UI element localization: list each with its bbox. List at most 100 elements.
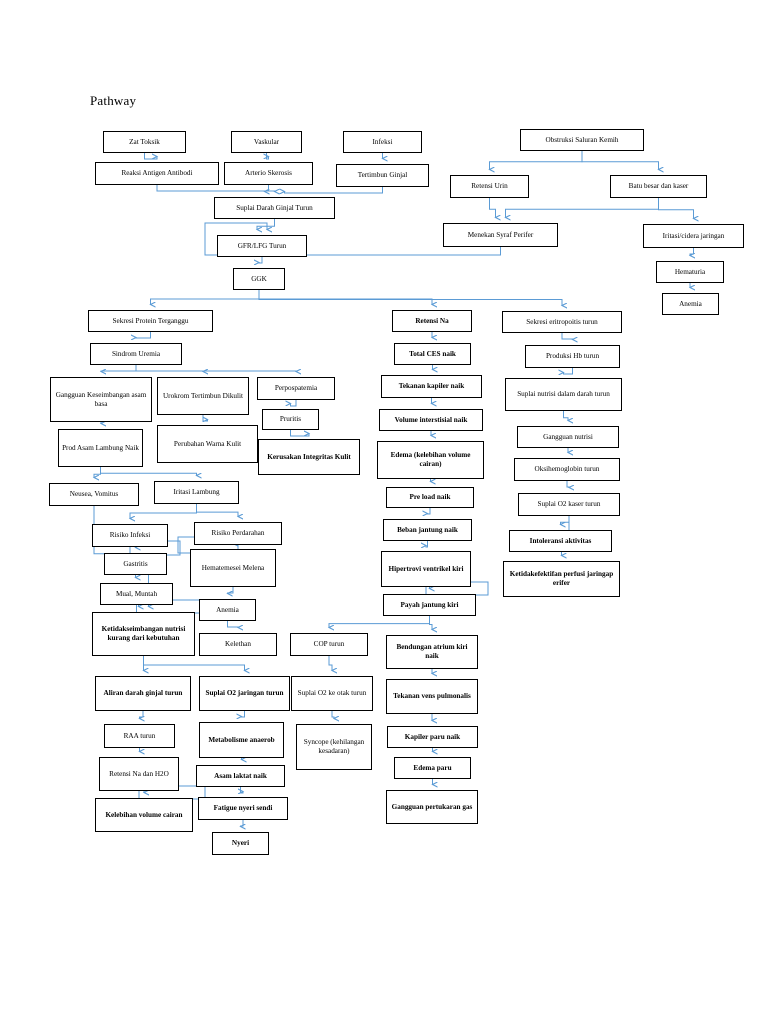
flow-edge: [328, 656, 332, 671]
flow-edge: [564, 368, 573, 374]
flow-edge: [227, 621, 239, 628]
flow-edge: [135, 365, 203, 372]
flow-edge: [561, 516, 570, 525]
flow-edge: [429, 616, 433, 630]
flow-node: RAA turun: [104, 724, 175, 748]
flow-node: Suplai O2 jaringan turun: [199, 676, 290, 711]
flow-edge: [242, 711, 245, 717]
flow-node: Iritasi/cidera jaringan: [643, 224, 744, 248]
flow-edge: [196, 504, 239, 517]
flow-node: Perpospatemia: [257, 377, 335, 400]
flow-node: Suplai O2 ke otak turun: [291, 676, 373, 711]
flow-node: Oksihemoglobin turun: [514, 458, 620, 481]
flow-node: Gangguan nutrisi: [517, 426, 619, 448]
flow-node: Kerusakan Integritas Kulit: [258, 439, 360, 475]
flow-node: Hipertrovi ventrikel kiri: [381, 551, 471, 587]
flow-node: Kapiler paru naik: [387, 726, 478, 748]
flow-edge: [428, 508, 431, 514]
flow-node: Pruritis: [262, 409, 319, 430]
flow-node: Suplai O2 kaser turun: [518, 493, 620, 516]
flow-edge: [329, 616, 430, 628]
flow-edge: [581, 151, 659, 170]
flow-node: Asam laktat naik: [196, 765, 285, 787]
flow-edge: [290, 430, 310, 437]
flow-edge: [566, 481, 569, 488]
flow-edge: [258, 290, 562, 306]
flow-edge: [101, 365, 137, 372]
flow-node: Suplai nutrisi dalam darah turun: [505, 378, 622, 411]
flow-edge: [94, 467, 101, 478]
flow-edge: [228, 587, 234, 594]
flow-edge: [130, 504, 197, 519]
flow-node: Iritasi Lambung: [154, 481, 239, 504]
flow-edge: [563, 411, 569, 421]
flow-node: Produksi Hb turun: [525, 345, 620, 368]
flow-edge: [258, 290, 432, 305]
flow-node: Risiko Infeksi: [92, 524, 168, 547]
flow-node: Anemia: [662, 293, 719, 315]
flow-node: Mual, Muntah: [100, 583, 173, 605]
flow-node: Obstruksi Saluran Kemih: [520, 129, 644, 151]
flow-node: Nyeri: [212, 832, 269, 855]
flow-node: Risiko Perdarahan: [194, 522, 282, 545]
flow-node: Hematuria: [656, 261, 724, 283]
flow-edge: [203, 415, 208, 421]
flow-node: Pre load naik: [386, 487, 474, 508]
flow-edge: [241, 820, 244, 827]
flow-node: Syncope (kehilangan kesadaran): [296, 724, 372, 770]
flow-edge: [136, 332, 151, 338]
flow-edge: [151, 290, 260, 305]
flow-edge: [100, 467, 197, 476]
flow-node: Vaskular: [231, 131, 302, 153]
flow-node: GFR/LFG Turun: [217, 235, 307, 257]
flow-edge: [259, 257, 263, 263]
flow-node: Arterio Skerosis: [224, 162, 313, 185]
flow-node: Sekresi Protein Terganggu: [88, 310, 213, 332]
flow-node: Sindrom Uremia: [90, 343, 182, 365]
flow-edge: [331, 711, 334, 719]
flow-node: Kelebihan volume cairan: [95, 798, 193, 832]
flow-node: Anemia: [199, 599, 256, 621]
flow-edge: [490, 151, 583, 170]
flow-node: Infeksi: [343, 131, 422, 153]
flow-node: Sekresi eritropoitis turun: [502, 311, 622, 333]
flow-edge: [506, 198, 659, 218]
flow-node: Edema paru: [394, 757, 471, 779]
flow-node: Neusea, Vomitus: [49, 483, 139, 506]
flow-node: Suplai Darah Ginjal Turun: [214, 197, 335, 219]
flow-node: Tekanan vens pulmonalis: [386, 679, 478, 714]
flow-edge: [561, 333, 573, 340]
flow-edge: [285, 187, 383, 193]
flow-node: Urokrom Tertimbun Dikulit: [157, 377, 249, 415]
flow-node: Batu besar dan kaser: [610, 175, 707, 198]
flow-node: Reaksi Antigen Antibodi: [95, 162, 219, 185]
flow-edge: [426, 541, 428, 547]
flow-node: Gastritis: [104, 553, 167, 575]
flow-edge: [135, 365, 296, 372]
flow-node: Tekanan kapiler naik: [381, 375, 482, 398]
flow-node: Intoleransi aktivitas: [509, 530, 612, 552]
flow-node: Perubahan Warna Kulit: [157, 425, 258, 463]
flow-node: Ketidakseimbangan nutrisi kurang dari ke…: [92, 612, 195, 656]
flow-node: Metabolisme anaerob: [199, 722, 284, 758]
flow-node: Retensi Na dan H2O: [99, 757, 179, 791]
flow-node: Ketidakefektifan perfusi jaringap erifer: [503, 561, 620, 597]
flow-edge: [156, 185, 275, 192]
flow-node: Tertimbun Ginjal: [336, 164, 429, 187]
flow-node: Edema (kelebihan volume cairan): [377, 441, 484, 479]
flow-edge: [267, 153, 269, 160]
flow-edge: [291, 400, 297, 407]
flow-node: COP turun: [290, 633, 368, 656]
flow-node: Menekan Syraf Perifer: [443, 223, 558, 247]
flow-edge: [144, 153, 158, 160]
flow-node: Bendungan atrium kiri naik: [386, 635, 478, 669]
flow-edge: [489, 198, 496, 218]
flow-edge: [143, 656, 245, 671]
flow-node: Hematemesei Melena: [190, 549, 276, 587]
flow-node: Gangguan Keseimbangan asam basa: [50, 377, 152, 422]
flow-node: GGK: [233, 268, 285, 290]
flow-edge: [658, 198, 694, 219]
flow-node: Payah jantung kiri: [383, 594, 476, 616]
